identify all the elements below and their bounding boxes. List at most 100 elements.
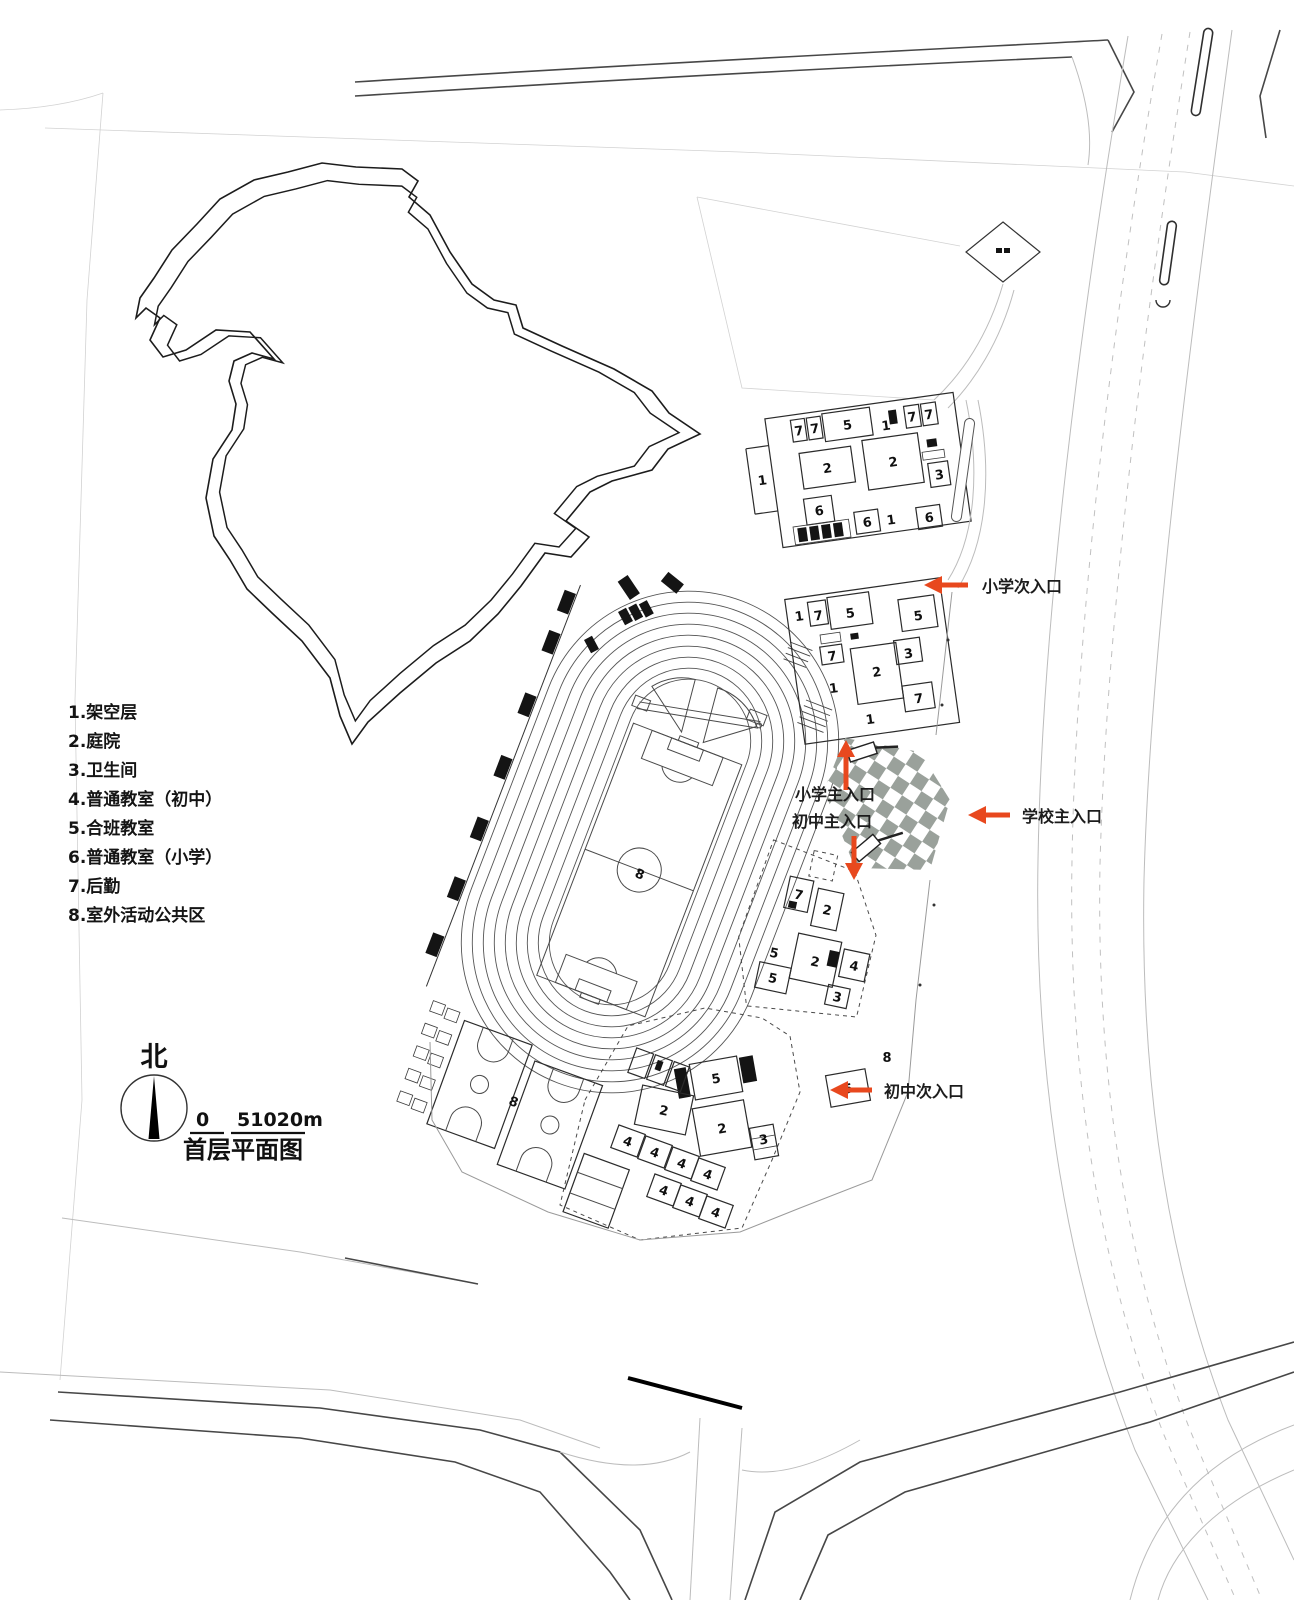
field-event-areas	[631, 677, 768, 744]
room-label: 5	[767, 971, 779, 988]
median-island	[1158, 220, 1178, 286]
bleacher-blocks	[425, 571, 684, 987]
room-label: 1	[881, 418, 892, 434]
room-label: 4	[701, 1167, 715, 1184]
room-label: 1	[886, 513, 897, 529]
room-label: 4	[683, 1194, 697, 1211]
room-label: 4	[657, 1183, 671, 1200]
room-label: 4	[675, 1156, 689, 1173]
arrow-middle-secondary-entrance	[830, 1081, 872, 1099]
road-edge	[354, 56, 1073, 97]
entrance-label: 初中次入口	[884, 1082, 964, 1101]
room-label: 2	[888, 455, 899, 471]
hill-contour	[134, 162, 702, 746]
scale-marks: 51020m	[237, 1109, 323, 1131]
median-island	[1190, 27, 1214, 117]
road-edge	[799, 1371, 1294, 1600]
legend-item: 3.卫生间	[68, 760, 137, 781]
room-label: 5	[768, 946, 780, 963]
road-edge	[744, 1341, 1294, 1600]
room-label: 3	[831, 990, 843, 1007]
north-arrow: 北	[120, 1042, 188, 1142]
room-label: 2	[871, 665, 882, 681]
legend-item: 7.后勤	[68, 877, 120, 897]
entrance-label: 初中主入口	[792, 812, 872, 831]
north-label: 北	[141, 1042, 168, 1073]
room-label: 2	[822, 461, 833, 477]
room-label: 4	[621, 1134, 635, 1151]
room-label: 5	[845, 606, 856, 622]
road-edge	[49, 1419, 631, 1600]
arrow-primary-main-entrance	[837, 740, 855, 790]
parked-cars	[618, 600, 654, 626]
room-label: 1	[828, 681, 839, 697]
building-middle-block: 1 7 5 5 7 2 3 1 7 1	[784, 577, 961, 745]
room-label: 4	[848, 959, 860, 976]
building-middle-school: 5 5 2 2 3 4 4 4 4 4 4	[559, 1007, 872, 1241]
legend-item: 4.普通教室（初中）	[68, 789, 222, 810]
room-label: 3	[903, 646, 914, 662]
road-edge	[57, 1391, 673, 1600]
room-label: 4	[648, 1145, 662, 1162]
arrow-middle-main-entrance	[845, 836, 863, 880]
room-label: 5	[842, 418, 853, 434]
road-network	[0, 27, 1294, 1600]
room-label: 3	[758, 1132, 770, 1148]
room-label: 3	[934, 468, 945, 484]
room-label: 7	[793, 424, 804, 440]
room-label: 7	[813, 608, 824, 624]
small-court	[562, 1152, 631, 1229]
room-label: 7	[913, 691, 924, 707]
room-label: 7	[907, 410, 918, 426]
road-edge	[1037, 35, 1209, 1600]
building-primary-school: 7 7 5 1 7 7 2 2 3 6 6 1 6 1	[745, 391, 972, 549]
legend-item: 2.庭院	[68, 731, 120, 752]
gate-pavilion	[965, 221, 1041, 283]
road-edge	[1143, 29, 1294, 1561]
legend-item: 6.普通教室（小学）	[68, 847, 222, 868]
entrance-label: 小学主入口	[795, 785, 875, 804]
room-label: 2	[809, 954, 821, 971]
scale-bar: 0 51020m	[190, 1109, 323, 1135]
entrance-label: 学校主入口	[1022, 807, 1102, 826]
room-label: 7	[793, 887, 805, 904]
room-label: 5	[711, 1071, 723, 1087]
soccer-field: 8	[536, 722, 743, 1018]
room-label: 1	[757, 473, 768, 489]
room-label: 6	[814, 504, 825, 520]
room-label: 6	[862, 515, 873, 531]
u-turn-mark	[1155, 299, 1171, 308]
running-track: 8	[425, 571, 840, 1094]
legend-item: 1.架空层	[68, 702, 137, 723]
site-boundary	[429, 399, 987, 1241]
legend: 1.架空层 2.庭院 3.卫生间 4.普通教室（初中） 5.合班教室 6.普通教…	[68, 702, 222, 926]
road-edge	[354, 39, 1109, 83]
room-label: 6	[924, 510, 935, 526]
table-tennis-tables	[396, 1000, 461, 1114]
room-label: 2	[717, 1121, 729, 1137]
arrow-primary-secondary-entrance	[924, 576, 968, 594]
entrance-annotations: 小学次入口 小学主入口 初中主入口 学校主入口 初中次入口 8	[792, 576, 1102, 1101]
parking-row	[792, 518, 852, 546]
north-needle	[148, 1076, 160, 1139]
room-label: 7	[923, 407, 934, 423]
room-label: 7	[827, 649, 838, 665]
retaining-wall	[627, 1376, 743, 1410]
arrow-school-main-entrance	[968, 806, 1010, 824]
room-label: 5	[913, 609, 924, 625]
room-label: 2	[658, 1103, 670, 1120]
basketball-courts: 8	[396, 1000, 631, 1229]
room-label: 7	[809, 421, 820, 437]
room-label: 8	[882, 1051, 891, 1066]
room-label: 4	[709, 1205, 723, 1222]
room-label: 1	[794, 609, 805, 625]
parked-cars	[584, 635, 599, 654]
northeast-parcel	[696, 196, 1041, 409]
room-label: 2	[821, 903, 833, 920]
page-title: 首层平面图	[183, 1136, 303, 1164]
entrance-label: 小学次入口	[982, 577, 1062, 596]
room-label: 1	[865, 712, 876, 728]
legend-item: 8.室外活动公共区	[68, 905, 205, 926]
